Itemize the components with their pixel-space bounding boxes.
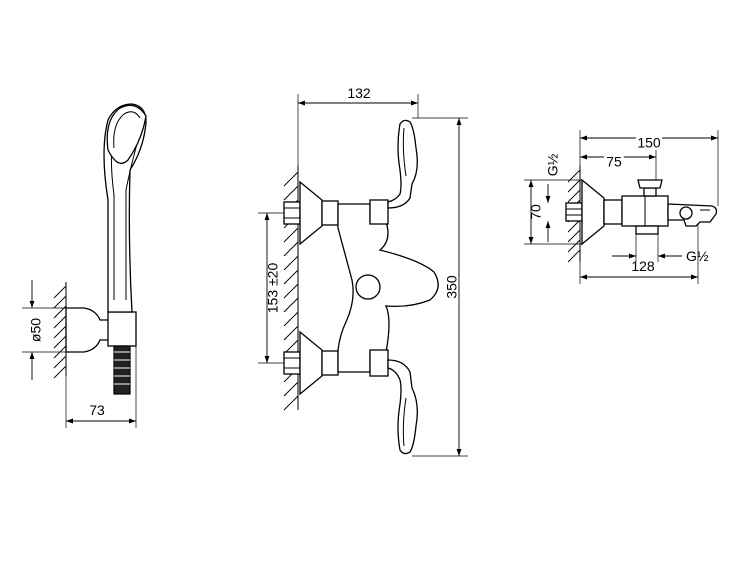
dim-handshower-width: 73 xyxy=(65,346,137,428)
handshower-width-label: 73 xyxy=(89,402,105,418)
dim-mixer-centre-distance: 153 ±20 xyxy=(258,212,284,364)
lower-flange xyxy=(299,330,323,396)
spout-outlet-length-label: 128 xyxy=(631,258,655,274)
lower-handle xyxy=(387,359,418,455)
handshower-diameter-label: ø50 xyxy=(28,318,44,342)
spout-length-label: 150 xyxy=(637,135,661,151)
upper-valve xyxy=(369,199,389,225)
mixer-handle-offset-label: 132 xyxy=(347,85,371,101)
dim-spout-height: 70 xyxy=(524,179,582,245)
spout-flange xyxy=(581,178,605,246)
lower-inlet-connector xyxy=(283,351,301,375)
mixer-centre-distance-label: 153 ±20 xyxy=(265,263,281,314)
upper-inlet-connector xyxy=(283,201,301,225)
dim-spout-outlet-length: 128 xyxy=(579,224,699,284)
diverter-knob xyxy=(355,274,381,300)
upper-flange xyxy=(299,180,323,246)
dim-inlet-thread: G½ xyxy=(545,153,561,242)
inlet-thread-label: G½ xyxy=(545,153,561,176)
dim-spout-length: 150 xyxy=(579,130,719,206)
lower-hex-nut xyxy=(321,350,339,376)
dim-outlet-thread: G½ xyxy=(612,234,709,264)
dim-spout-body-offset: 75 xyxy=(580,150,657,180)
spout-diverter-knob xyxy=(637,179,663,189)
spout-height-label: 70 xyxy=(528,204,544,220)
dim-handshower-diameter: ø50 xyxy=(22,280,66,380)
wall-bracket xyxy=(65,307,111,353)
shower-head xyxy=(106,104,147,164)
spout-diverter-stem xyxy=(643,187,657,197)
upper-handle xyxy=(387,119,418,209)
lower-valve xyxy=(369,349,389,377)
spout-lower-outlet xyxy=(635,225,659,235)
shower-hose xyxy=(113,345,131,395)
handshower-view: ø50 73 xyxy=(22,103,147,428)
mixer-body xyxy=(337,203,439,373)
mixer-height-label: 350 xyxy=(444,275,460,299)
spout-body-offset-label: 75 xyxy=(606,154,622,170)
spout-inlet-connector xyxy=(565,202,583,222)
dim-mixer-handle-offset: 132 xyxy=(297,85,419,166)
wall-hatch-left xyxy=(53,282,67,379)
spout-hex-nut xyxy=(603,199,623,225)
shower-holder xyxy=(107,311,137,347)
mixer-view: 132 153 ±20 350 xyxy=(258,85,468,457)
dim-mixer-height: 350 xyxy=(412,117,468,457)
spout-view: 150 75 70 G½ G½ xyxy=(524,130,719,284)
outlet-thread-label: G½ xyxy=(686,248,709,264)
upper-hex-nut xyxy=(321,200,339,226)
